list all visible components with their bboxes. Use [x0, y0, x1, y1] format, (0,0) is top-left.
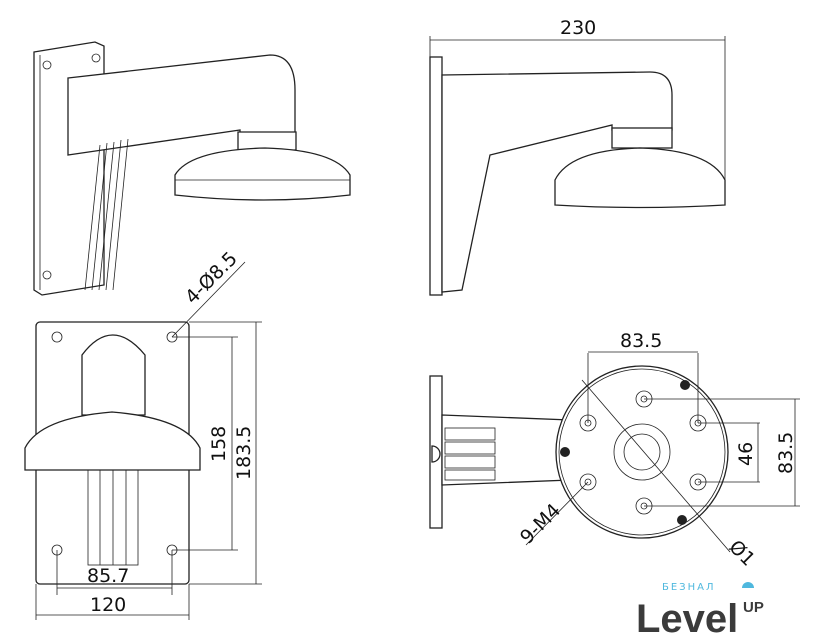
dim-83-5-vertical: 83.5: [775, 432, 797, 474]
dim-230: 230: [560, 17, 596, 39]
front-view: 158 183.5 85.7 120 4-Ø8.5: [24, 248, 262, 620]
logo-accent-icon: [742, 582, 754, 588]
side-view: 230: [429, 17, 726, 296]
dim-83-5-horizontal: 83.5: [620, 330, 662, 352]
levelup-logo: БЕЗНАЛ Level UP: [636, 582, 764, 640]
dim-85-7: 85.7: [87, 565, 129, 587]
dim-120: 120: [90, 594, 126, 616]
hole-callout: 4-Ø8.5: [181, 248, 242, 309]
dim-183-5: 183.5: [233, 426, 255, 480]
logo-sub: БЕЗНАЛ: [662, 582, 715, 593]
logo-up: UP: [743, 599, 764, 616]
dim-46: 46: [735, 442, 757, 466]
logo-level: Level: [636, 597, 738, 640]
bottom-view: 83.5 46 83.5 9-M4 Ø1: [429, 330, 800, 571]
dim-158: 158: [208, 426, 230, 462]
perspective-view: [33, 41, 351, 296]
screw-callout: 9-M4: [516, 499, 565, 548]
diameter-callout: Ø1: [724, 536, 759, 571]
